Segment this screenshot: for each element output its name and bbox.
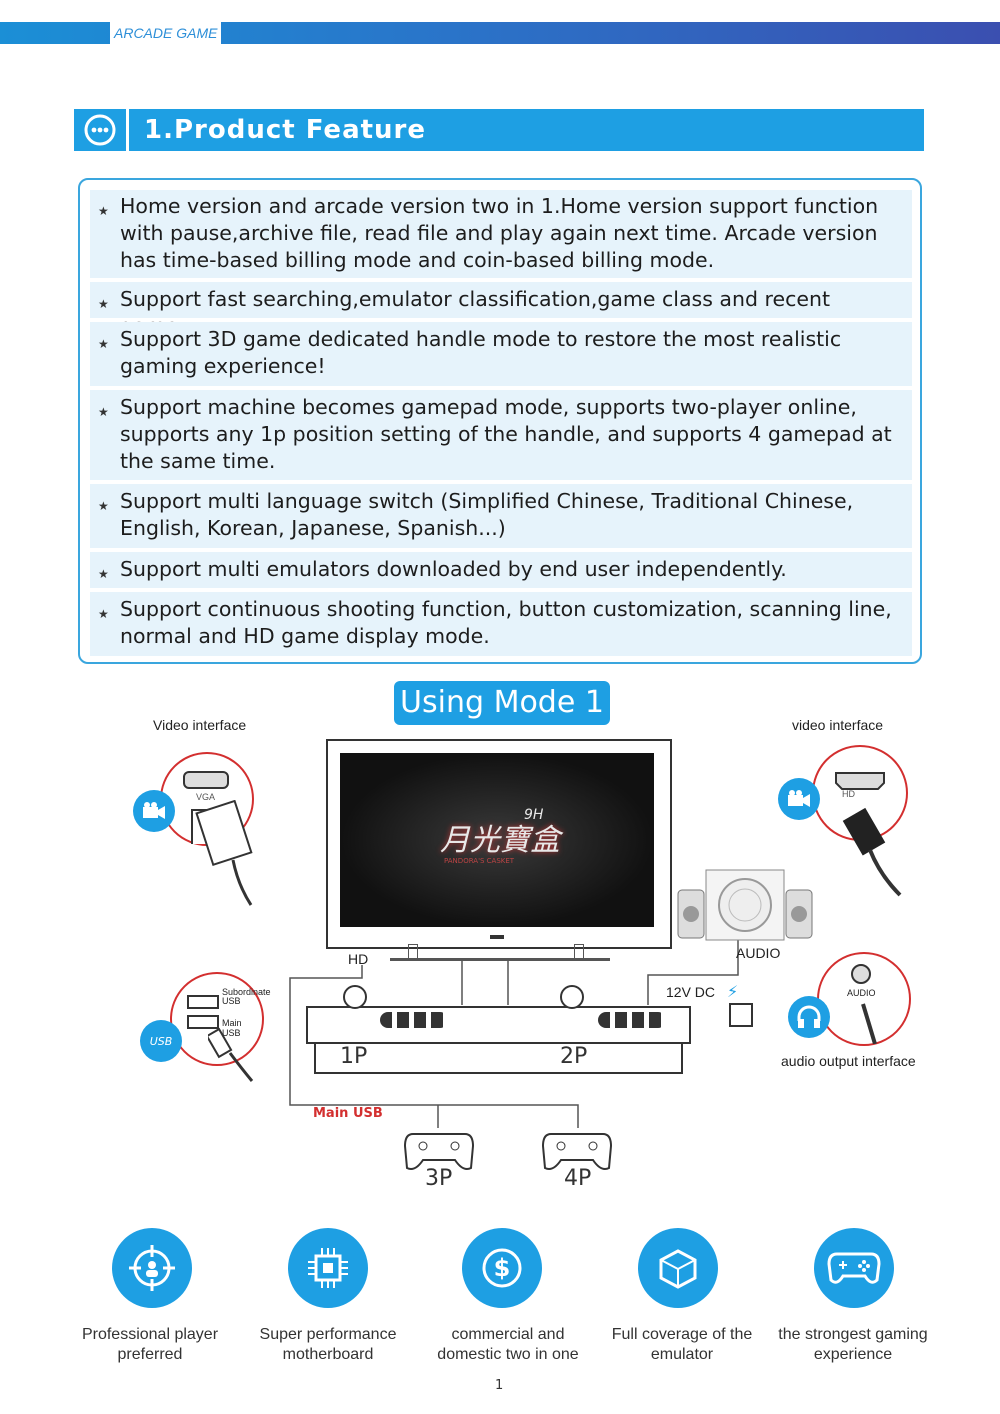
- audio-callout: AUDIO: [817, 952, 911, 1046]
- video-interface-left-label: Video interface: [153, 717, 247, 733]
- main-usb-label: Main USB: [313, 1106, 383, 1121]
- vga-label: VGA: [196, 792, 216, 802]
- section-title: 1.Product Feature: [144, 115, 427, 145]
- subordinate-usb-label: Subordinate USB: [222, 987, 271, 1006]
- audio-port-label: AUDIO: [847, 988, 876, 998]
- star-bullet-icon: ★: [98, 297, 109, 311]
- star-bullet-icon: ★: [98, 607, 109, 621]
- tv-brand-mark: [490, 935, 504, 939]
- usb-cable-icon: [208, 1027, 254, 1082]
- video-camera-icon: [133, 790, 175, 832]
- feature-item: ★ Support fast searching,emulator classi…: [90, 282, 912, 338]
- gamepad-4p-icon: [541, 1133, 613, 1170]
- usb-ports-icon: [187, 995, 219, 1029]
- star-bullet-icon: ★: [98, 337, 109, 351]
- joystick-1p-icon: [343, 985, 367, 1009]
- game-logo-mark: 9H: [524, 807, 544, 823]
- audio-output-label: audio output interface: [781, 1053, 916, 1069]
- arcade-console: [305, 1005, 692, 1075]
- top-banner: ARCADE GAME: [0, 22, 1000, 44]
- svg-text:$: $: [494, 1254, 511, 1282]
- hdmi-connector-icon: [835, 772, 885, 790]
- tv-screen: 月光寶盒 9H PANDORA'S CASKET: [340, 753, 654, 927]
- feature-caption: Professional player preferred: [81, 1326, 219, 1363]
- page-number: 1: [495, 1378, 504, 1393]
- feature-item: ★ Support multi language switch (Simplif…: [90, 484, 912, 548]
- section-header: 1.Product Feature: [74, 109, 924, 151]
- feature-caption: commercial and domestic two in one: [437, 1326, 579, 1363]
- speaker-system-icon: [677, 869, 813, 941]
- feature-panel: ★ Home version and arcade version two in…: [78, 178, 922, 664]
- game-logo: 月光寶盒: [440, 823, 560, 858]
- tv-stand: [390, 944, 610, 961]
- lightning-icon: ⚡: [727, 982, 739, 1001]
- star-bullet-icon: ★: [98, 499, 109, 513]
- star-bullet-icon: ★: [98, 204, 109, 218]
- video-camera-icon: [778, 778, 820, 820]
- tv-display: 月光寶盒 9H PANDORA'S CASKET: [326, 739, 672, 949]
- hdmi-cable-icon: [842, 807, 902, 897]
- game-logo-sub: PANDORA'S CASKET: [444, 857, 515, 865]
- vga-cable-icon: [195, 800, 253, 906]
- crosshair-players-icon: [112, 1228, 192, 1308]
- audio-label: AUDIO: [736, 945, 781, 961]
- power-socket-icon: [729, 1003, 753, 1027]
- feature-item: ★ Home version and arcade version two in…: [90, 190, 912, 278]
- feature-item: ★ Support machine becomes gamepad mode, …: [90, 390, 912, 480]
- star-bullet-icon: ★: [98, 567, 109, 581]
- usb-badge: USB: [140, 1020, 182, 1062]
- video-interface-right-label: video interface: [792, 717, 884, 733]
- feature-caption: Full coverage of the emulator: [611, 1326, 753, 1363]
- banner-label: ARCADE GAME: [110, 22, 222, 44]
- cube-icon: [638, 1228, 718, 1308]
- buttons-1p-icon: [380, 1012, 448, 1028]
- joystick-2p-icon: [560, 985, 584, 1009]
- dc-label: 12V DC: [666, 984, 716, 1000]
- chat-bubble-icon: [74, 109, 129, 151]
- feature-item: ★ Support 3D game dedicated handle mode …: [90, 322, 912, 386]
- using-mode-badge: Using Mode 1: [394, 681, 610, 725]
- star-bullet-icon: ★: [98, 405, 109, 419]
- dollar-icon: $: [462, 1228, 542, 1308]
- feature-item: ★ Support continuous shooting function, …: [90, 592, 912, 656]
- player-2p-label: 2P: [560, 1044, 588, 1069]
- main-usb-port-label: Main USB: [222, 1018, 242, 1038]
- player-3p-label: 3P: [425, 1166, 453, 1191]
- feature-item: ★ Support multi emulators downloaded by …: [90, 552, 912, 588]
- audio-jack-icon: [851, 964, 877, 1045]
- feature-caption: Super performance motherboard: [259, 1326, 397, 1363]
- hd-port-label: HD: [348, 951, 369, 967]
- player-1p-label: 1P: [340, 1044, 368, 1069]
- headphones-icon: [788, 996, 830, 1038]
- gamepad-icon: [814, 1228, 894, 1308]
- hd-connector-label: HD: [842, 789, 855, 799]
- feature-caption: the strongest gaming experience: [778, 1326, 928, 1363]
- player-4p-label: 4P: [564, 1166, 592, 1191]
- gamepad-3p-icon: [403, 1133, 475, 1170]
- buttons-2p-icon: [598, 1012, 666, 1028]
- chip-icon: [288, 1228, 368, 1308]
